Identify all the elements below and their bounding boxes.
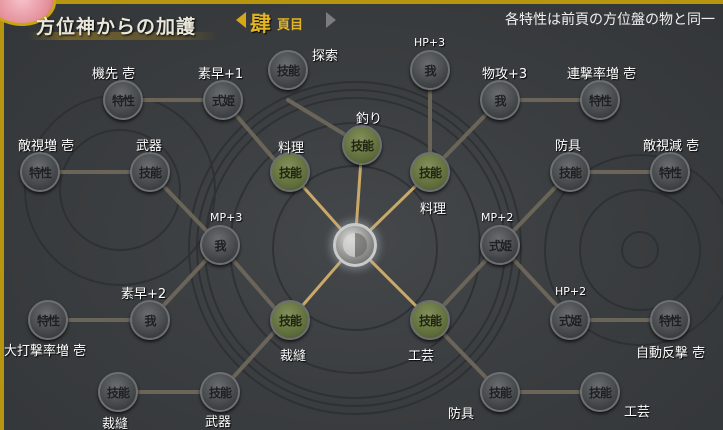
node-glyph: 我: [144, 313, 156, 328]
node-shiki-mp2[interactable]: 式姫: [480, 225, 520, 265]
node-label: 武器: [136, 139, 163, 154]
node-glyph: 技能: [418, 313, 442, 328]
node-label: 料理: [278, 141, 305, 156]
page-number: 肆: [250, 12, 271, 36]
node-glyph: 技能: [208, 385, 232, 400]
node-shiki-speed1[interactable]: 式姫: [203, 80, 243, 120]
node-skill-sewing[interactable]: 技能: [270, 300, 310, 340]
node-glyph: 特性: [111, 93, 135, 108]
node-label: 素早+2: [121, 287, 167, 302]
left-border: [0, 0, 4, 430]
prev-page-arrow-icon[interactable]: [236, 12, 246, 28]
node-skill-cooking-right[interactable]: 技能: [410, 152, 450, 192]
node-glyph: 特性: [658, 165, 682, 180]
node-label: 敵視減 壱: [643, 139, 700, 154]
yin-yang-icon: [343, 233, 367, 257]
node-glyph: 特性: [588, 93, 612, 108]
node-skill-search[interactable]: 技能: [268, 50, 308, 90]
node-glyph: 技能: [418, 165, 442, 180]
node-skill-weapon[interactable]: 技能: [130, 152, 170, 192]
node-glyph: 技能: [276, 63, 300, 78]
node-skill-fishing[interactable]: 技能: [342, 125, 382, 165]
node-label: 釣り: [356, 112, 383, 127]
node-self-speed2[interactable]: 我: [130, 300, 170, 340]
node-label: HP+3: [414, 36, 446, 49]
center-yin-yang-node[interactable]: [333, 223, 377, 267]
next-page-arrow-icon[interactable]: [326, 12, 336, 28]
node-skill-armor-2[interactable]: 技能: [480, 372, 520, 412]
node-glyph: 我: [424, 63, 436, 78]
node-self-hp3[interactable]: 我: [410, 50, 450, 90]
node-trait-combo[interactable]: 特性: [580, 80, 620, 120]
node-glyph: 技能: [558, 165, 582, 180]
node-glyph: 式姫: [488, 238, 512, 253]
node-label: 物攻+3: [482, 67, 528, 82]
node-label: 大打撃率増 壱: [4, 344, 87, 359]
node-glyph: 特性: [658, 313, 682, 328]
node-skill-weapon-2[interactable]: 技能: [200, 372, 240, 412]
node-skill-armor[interactable]: 技能: [550, 152, 590, 192]
node-self-patk3[interactable]: 我: [480, 80, 520, 120]
node-label: 工芸: [624, 405, 651, 420]
node-label: 武器: [205, 415, 232, 430]
node-label: 素早+1: [198, 67, 244, 82]
node-label: 料理: [420, 202, 447, 217]
node-label: HP+2: [555, 285, 587, 298]
node-label: 防具: [555, 139, 582, 154]
node-label: 裁縫: [280, 349, 307, 364]
node-label: 敵視増 壱: [18, 139, 75, 154]
node-label: 裁縫: [102, 417, 129, 430]
node-skill-sewing-2[interactable]: 技能: [98, 372, 138, 412]
info-note: 各特性は前頁の方位盤の物と同一: [505, 12, 715, 28]
node-glyph: 我: [494, 93, 506, 108]
node-label: 防具: [448, 407, 475, 422]
node-label: 探索: [312, 49, 339, 64]
node-glyph: 技能: [278, 165, 302, 180]
title-underline: [28, 32, 218, 40]
node-glyph: 技能: [278, 313, 302, 328]
node-glyph: 式姫: [558, 313, 582, 328]
top-border: [0, 0, 723, 4]
node-label: 機先 壱: [92, 67, 136, 82]
node-glyph: 特性: [28, 165, 52, 180]
page-unit: 頁目: [277, 18, 304, 33]
node-skill-cooking-left[interactable]: 技能: [270, 152, 310, 192]
node-label: MP+2: [481, 211, 514, 224]
node-label: 連撃率増 壱: [567, 67, 637, 82]
node-label: 工芸: [408, 349, 435, 364]
node-trait-aggro-down[interactable]: 特性: [650, 152, 690, 192]
node-label: MP+3: [210, 211, 243, 224]
node-trait-aggro-up[interactable]: 特性: [20, 152, 60, 192]
node-shiki-hp2[interactable]: 式姫: [550, 300, 590, 340]
node-trait-kisen[interactable]: 特性: [103, 80, 143, 120]
page-title: 方位神からの加護: [36, 16, 197, 38]
node-skill-craft-2[interactable]: 技能: [580, 372, 620, 412]
node-glyph: 技能: [350, 138, 374, 153]
node-trait-counter[interactable]: 特性: [650, 300, 690, 340]
node-glyph: 技能: [588, 385, 612, 400]
node-glyph: 式姫: [211, 93, 235, 108]
node-label: 自動反撃 壱: [636, 346, 706, 361]
node-trait-crit[interactable]: 特性: [28, 300, 68, 340]
node-glyph: 我: [214, 238, 226, 253]
node-skill-craft[interactable]: 技能: [410, 300, 450, 340]
node-glyph: 技能: [138, 165, 162, 180]
node-glyph: 技能: [488, 385, 512, 400]
node-glyph: 技能: [106, 385, 130, 400]
node-self-mp3[interactable]: 我: [200, 225, 240, 265]
node-glyph: 特性: [36, 313, 60, 328]
